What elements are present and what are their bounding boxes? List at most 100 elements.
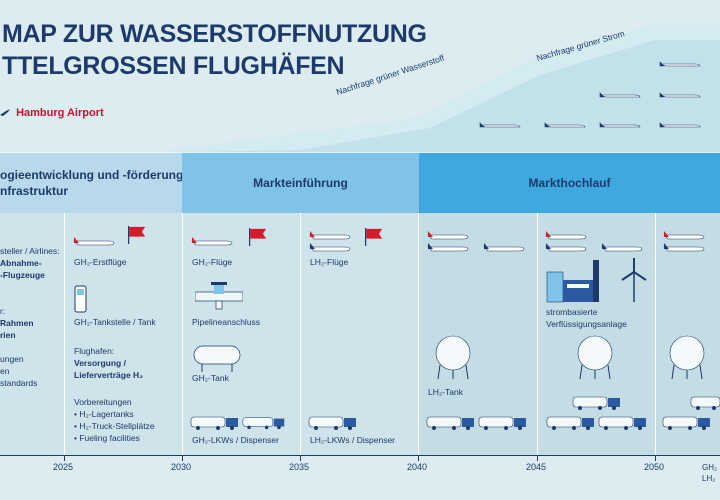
- wind-turbine-icon: [621, 258, 647, 302]
- col1-prep: Vorbereitungen • H₂-Lagertanks • H₂-Truc…: [74, 396, 155, 444]
- year-label: 2040: [407, 462, 428, 472]
- timeline-tick: [64, 455, 65, 461]
- col4-tank: LH₂-Tank: [428, 387, 463, 397]
- col4-plant: strombasierte Verflüssigungsanlage: [546, 306, 627, 330]
- column-2040: [419, 213, 538, 455]
- liquefaction-plant-icon: [546, 260, 599, 303]
- year-label: 2045: [526, 462, 547, 472]
- col0-line: ungen: [0, 354, 24, 364]
- demand-planes: [479, 61, 701, 128]
- column-2030: [183, 213, 301, 455]
- logo-text: Hamburg Airport: [16, 107, 104, 119]
- column-2050: [656, 213, 720, 455]
- airports-line-1: Versorgung /: [74, 358, 126, 368]
- phase-market-ramp-up-label: Markthochlauf: [528, 176, 611, 190]
- fuel-station-icon: [74, 285, 87, 313]
- col0-line: -Flugzeuge: [0, 270, 45, 280]
- lh2-tank-icon: [577, 335, 613, 380]
- col1-flights: GH₂-Erstflüge: [74, 257, 127, 267]
- gh2-tank-icon: [193, 345, 241, 372]
- plane-icon: [483, 243, 525, 252]
- year-label: 2030: [171, 462, 192, 472]
- col0-line: Rahmen: [0, 318, 34, 328]
- plane-icon: [427, 243, 469, 252]
- col0-line: standards: [0, 378, 38, 388]
- year-label: 2025: [53, 462, 74, 472]
- prep-item-label: H₂-Lagertanks: [79, 409, 134, 419]
- truck-icon: [426, 416, 474, 430]
- demand-area: [0, 25, 720, 153]
- col0-line: r:: [0, 306, 6, 316]
- plane-icon: [479, 61, 701, 128]
- prep-item-label: Fueling facilities: [79, 433, 140, 443]
- truck-icon: [690, 396, 720, 410]
- plane-icon: [73, 237, 115, 246]
- flag-icon: [249, 228, 267, 246]
- timeline-axis: [0, 455, 720, 456]
- prep-item: • H₂-Lagertanks: [74, 409, 134, 419]
- phase-market-ramp-up: Markthochlauf: [419, 153, 720, 213]
- airports-line-2: Lieferverträge H₂: [74, 370, 143, 380]
- col1-airports: Flughafen: Versorgung / Lieferverträge H…: [74, 345, 143, 381]
- column-2035: [301, 213, 419, 455]
- flag-icon: [128, 226, 146, 244]
- plane-icon: [663, 231, 705, 240]
- plane-logo-icon: [0, 109, 10, 117]
- pipeline-icon: [195, 282, 243, 310]
- truck-icon: [546, 416, 594, 430]
- plane-icon: [545, 243, 587, 252]
- plane-icon: [427, 231, 469, 240]
- phase-market-entry-label: Markteinführung: [253, 176, 348, 190]
- plane-icon: [601, 243, 643, 252]
- column-2025: [65, 213, 183, 455]
- col3-flights: LH₂-Flüge: [310, 257, 349, 267]
- page-title: MAP ZUR WASSERSTOFFNUTZUNG TTELGROSSEN F…: [2, 18, 427, 82]
- truck-icon: [598, 416, 646, 430]
- legend: GH₂ LH₂: [702, 462, 717, 484]
- col0-line: steller / Airlines:: [0, 246, 60, 256]
- title-line-1: MAP ZUR WASSERSTOFFNUTZUNG: [2, 20, 427, 48]
- timeline-tick: [655, 455, 656, 461]
- col1-station: GH₂-Tankstelle / Tank: [74, 317, 156, 327]
- col2-pipeline: Pipelineanschluss: [192, 317, 261, 327]
- prep-item: • Fueling facilities: [74, 433, 140, 443]
- airports-head: Flughafen:: [74, 346, 115, 356]
- column-pre-2025: [0, 213, 65, 455]
- plane-icon: [309, 231, 351, 240]
- legend-lh2: LH₂: [702, 474, 716, 483]
- lh2-tank-icon: [669, 335, 705, 380]
- col0-line: rien: [0, 330, 16, 340]
- phase-development-label: ogieentwicklung und -förderung nfrastruk…: [0, 168, 184, 198]
- year-label: 2050: [644, 462, 665, 472]
- timeline-tick: [418, 455, 419, 461]
- timeline-tick: [537, 455, 538, 461]
- plane-icon: [309, 243, 351, 252]
- truck-icon: [190, 416, 238, 430]
- phase-market-entry: Markteinführung: [182, 153, 419, 213]
- col2-trucks: GH₂-LKWs / Dispenser: [192, 435, 279, 445]
- col0-line: en: [0, 366, 10, 376]
- col2-flights: GH₂-Flüge: [192, 257, 233, 267]
- title-line-2: TTELGROSSEN FLUGHÄFEN: [2, 52, 345, 80]
- plane-icon: [663, 243, 705, 252]
- truck-icon: [478, 416, 526, 430]
- plant-line-2: Verflüssigungsanlage: [546, 319, 627, 329]
- prep-head: Vorbereitungen: [74, 397, 132, 407]
- phase-development: ogieentwicklung und -förderung nfrastruk…: [0, 153, 184, 213]
- legend-gh2: GH₂: [702, 463, 718, 472]
- col0-text: steller / Airlines: Abnahme- -Flugzeuge …: [0, 245, 60, 389]
- plane-icon: [191, 237, 233, 246]
- prep-item: • H₂-Truck-Stellplätze: [74, 421, 155, 431]
- lh2-tank-icon: [435, 335, 471, 380]
- hamburg-airport-logo: Hamburg Airport: [0, 107, 104, 119]
- column-2045: [538, 213, 656, 455]
- timeline-tick: [182, 455, 183, 461]
- col3-trucks: LH₂-LKWs / Dispenser: [310, 435, 396, 445]
- timeline-tick: [300, 455, 301, 461]
- col0-line: Abnahme-: [0, 258, 42, 268]
- plane-icon: [545, 231, 587, 240]
- truck-icon: [242, 417, 285, 430]
- plant-line-1: strombasierte: [546, 307, 598, 317]
- truck-icon: [572, 396, 620, 410]
- prep-item-label: H₂-Truck-Stellplätze: [79, 421, 155, 431]
